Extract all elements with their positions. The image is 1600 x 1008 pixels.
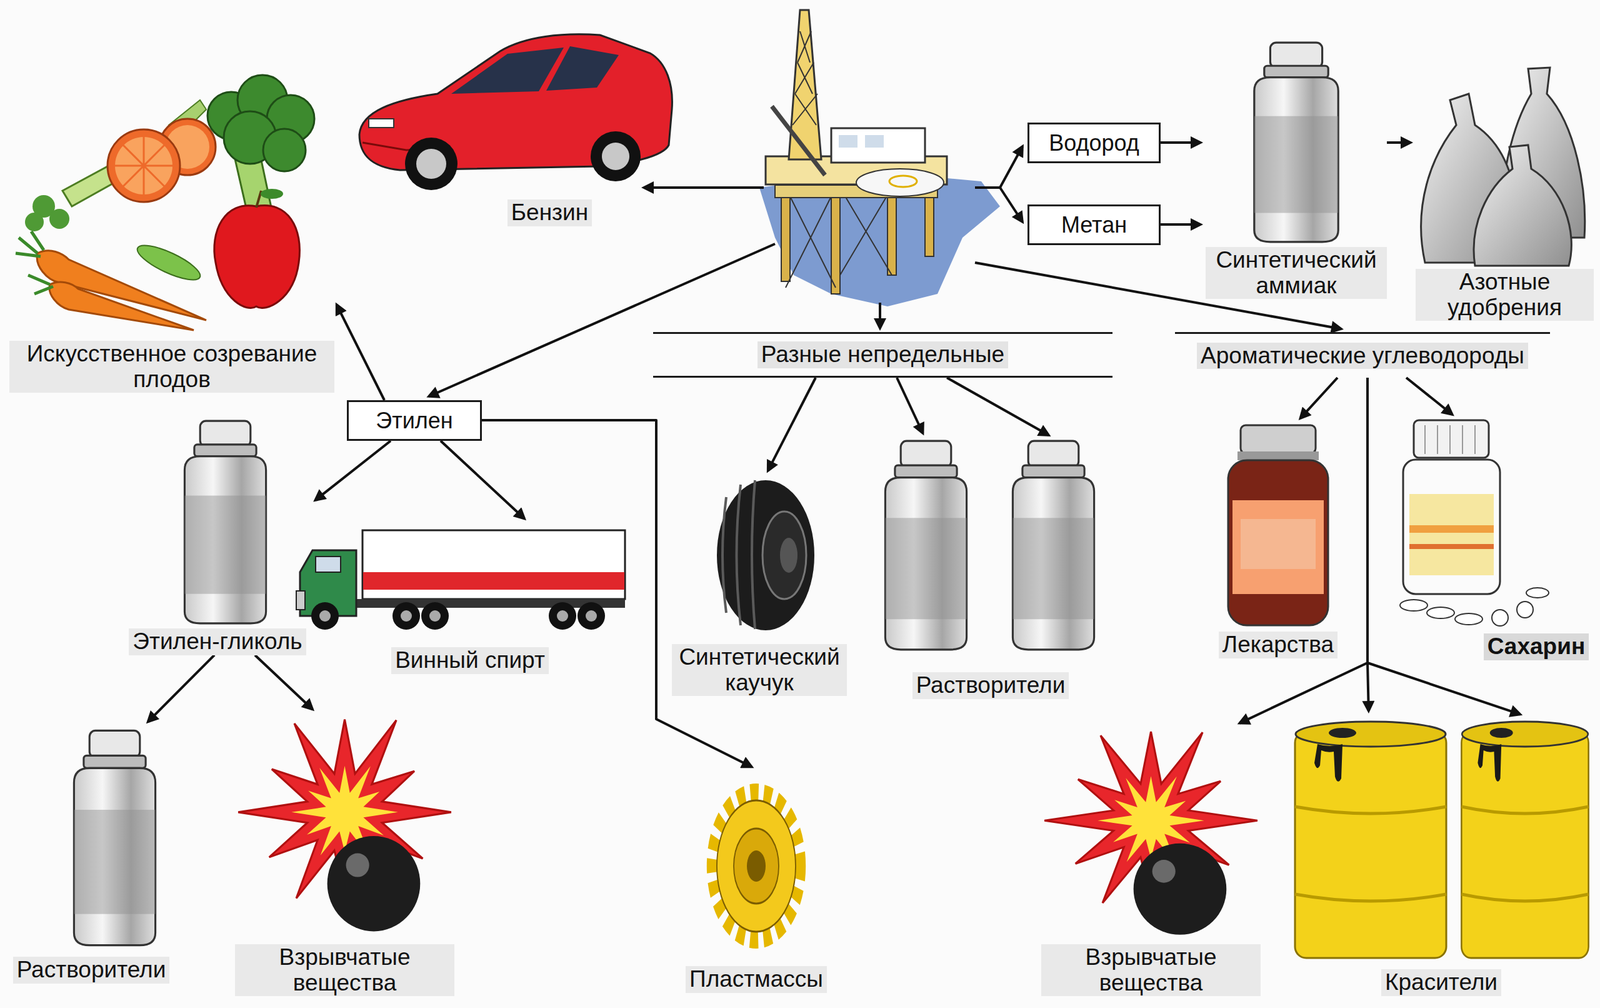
illustration-slot <box>1041 725 1261 944</box>
node-caption: Винный спирт <box>391 646 549 674</box>
illustration-slot <box>10 725 173 957</box>
box-label: Ароматические углеводороды <box>1196 342 1529 370</box>
box-label: Метан <box>1057 211 1131 239</box>
node-caption: Растворители <box>13 956 170 984</box>
product-node: Этилен-гликоль <box>123 415 312 655</box>
illustration-slot <box>1393 417 1594 634</box>
product-node: Пластмассы <box>681 768 832 993</box>
node-caption: Красители <box>1381 968 1502 996</box>
solvent-bottle <box>1012 440 1094 650</box>
node-caption: Этилен-гликоль <box>128 628 306 655</box>
flow-arrow <box>481 420 752 767</box>
dye-barrel <box>1461 721 1589 958</box>
ethylene-glycol-bottle <box>184 420 266 624</box>
flow-arrow <box>1160 141 1201 144</box>
illustration-slot <box>1205 40 1387 247</box>
flow-arrow <box>440 440 525 519</box>
product-node: Синтетический аммиак <box>1205 40 1387 299</box>
tire-picture <box>716 480 815 630</box>
car-picture <box>359 34 672 190</box>
flow-arrow <box>336 304 385 400</box>
product-node: Бензин <box>346 25 675 227</box>
node-caption: Бензин <box>507 199 592 227</box>
illustration-slot <box>1215 421 1341 632</box>
illustration-slot <box>235 712 455 944</box>
explosion-picture <box>1044 731 1258 935</box>
flow-arrow <box>315 440 391 500</box>
node-caption: Пластмассы <box>685 965 827 993</box>
process-box: Метан <box>1027 204 1161 245</box>
node-caption: Растворители <box>912 671 1070 699</box>
flow-arrow <box>896 377 924 434</box>
product-node: Растворители <box>871 437 1110 699</box>
solvent-bottle <box>73 730 155 945</box>
illustration-slot <box>312 521 628 647</box>
box-label: Этилен <box>371 407 457 434</box>
fertilizer-bags <box>1421 67 1585 266</box>
flow-arrow <box>768 377 816 471</box>
box-label: Водород <box>1045 130 1144 157</box>
saccharin-bottle <box>1400 420 1549 626</box>
illustration-slot <box>871 437 1110 672</box>
product-node: Азотные удобрения <box>1415 62 1594 321</box>
node-caption: Синтетический аммиак <box>1205 246 1387 299</box>
process-box: Этилен <box>346 400 482 441</box>
illustration-slot <box>123 415 312 629</box>
flow-arrow <box>1386 141 1411 144</box>
product-node: Синтетический каучук <box>671 475 847 696</box>
illustration-slot <box>681 768 832 966</box>
illustration-slot <box>346 25 675 200</box>
illustration-slot <box>9 81 335 341</box>
ammonia-bottle <box>1254 42 1339 242</box>
flow-arrow <box>946 377 1049 435</box>
flow-arrow <box>1300 377 1338 419</box>
process-box: Водород <box>1027 122 1161 164</box>
flow-arrow <box>1406 377 1453 415</box>
box-label: Разные непредельные <box>757 341 1009 369</box>
dye-barrel <box>1295 721 1447 958</box>
node-caption: Лекарства <box>1218 631 1338 659</box>
node-caption: Сахарин <box>1483 633 1590 660</box>
fruit-vegetables-picture <box>15 75 315 330</box>
category-band: Ароматические углеводороды <box>1175 331 1550 378</box>
solvent-bottle <box>885 440 967 650</box>
product-node: Растворители <box>10 725 173 984</box>
product-node: Сахарин <box>1393 417 1594 660</box>
illustration-slot <box>671 475 847 644</box>
node-caption: Искусственное созревание плодов <box>9 340 335 393</box>
flow-arrow <box>1367 377 1520 714</box>
flow-arrow <box>1160 223 1201 226</box>
product-node: Лекарства <box>1215 421 1341 659</box>
product-node: Взрывчатые вещества <box>235 712 455 996</box>
node-caption: Взрывчатые вещества <box>1041 943 1261 996</box>
node-caption: Взрывчатые вещества <box>235 943 455 996</box>
explosion-picture <box>238 719 452 932</box>
category-band: Разные непредельные <box>653 331 1113 378</box>
medicine-jar <box>1228 425 1329 625</box>
gear-picture <box>711 791 801 940</box>
product-node: Искусственное созревание плодов <box>9 81 335 393</box>
product-node: Взрывчатые вещества <box>1041 725 1261 996</box>
node-caption: Азотные удобрения <box>1415 268 1594 321</box>
oil-platform <box>759 10 1000 307</box>
flow-arrow <box>148 655 215 722</box>
product-node: Винный спирт <box>312 521 628 674</box>
flow-arrow <box>255 655 313 710</box>
product-node: Красители <box>1291 715 1592 996</box>
node-caption: Синтетический каучук <box>671 643 847 696</box>
illustration-slot <box>1415 62 1594 269</box>
illustration-slot <box>1291 715 1592 969</box>
flow-arrow <box>1239 377 1368 724</box>
truck-picture <box>296 530 625 630</box>
